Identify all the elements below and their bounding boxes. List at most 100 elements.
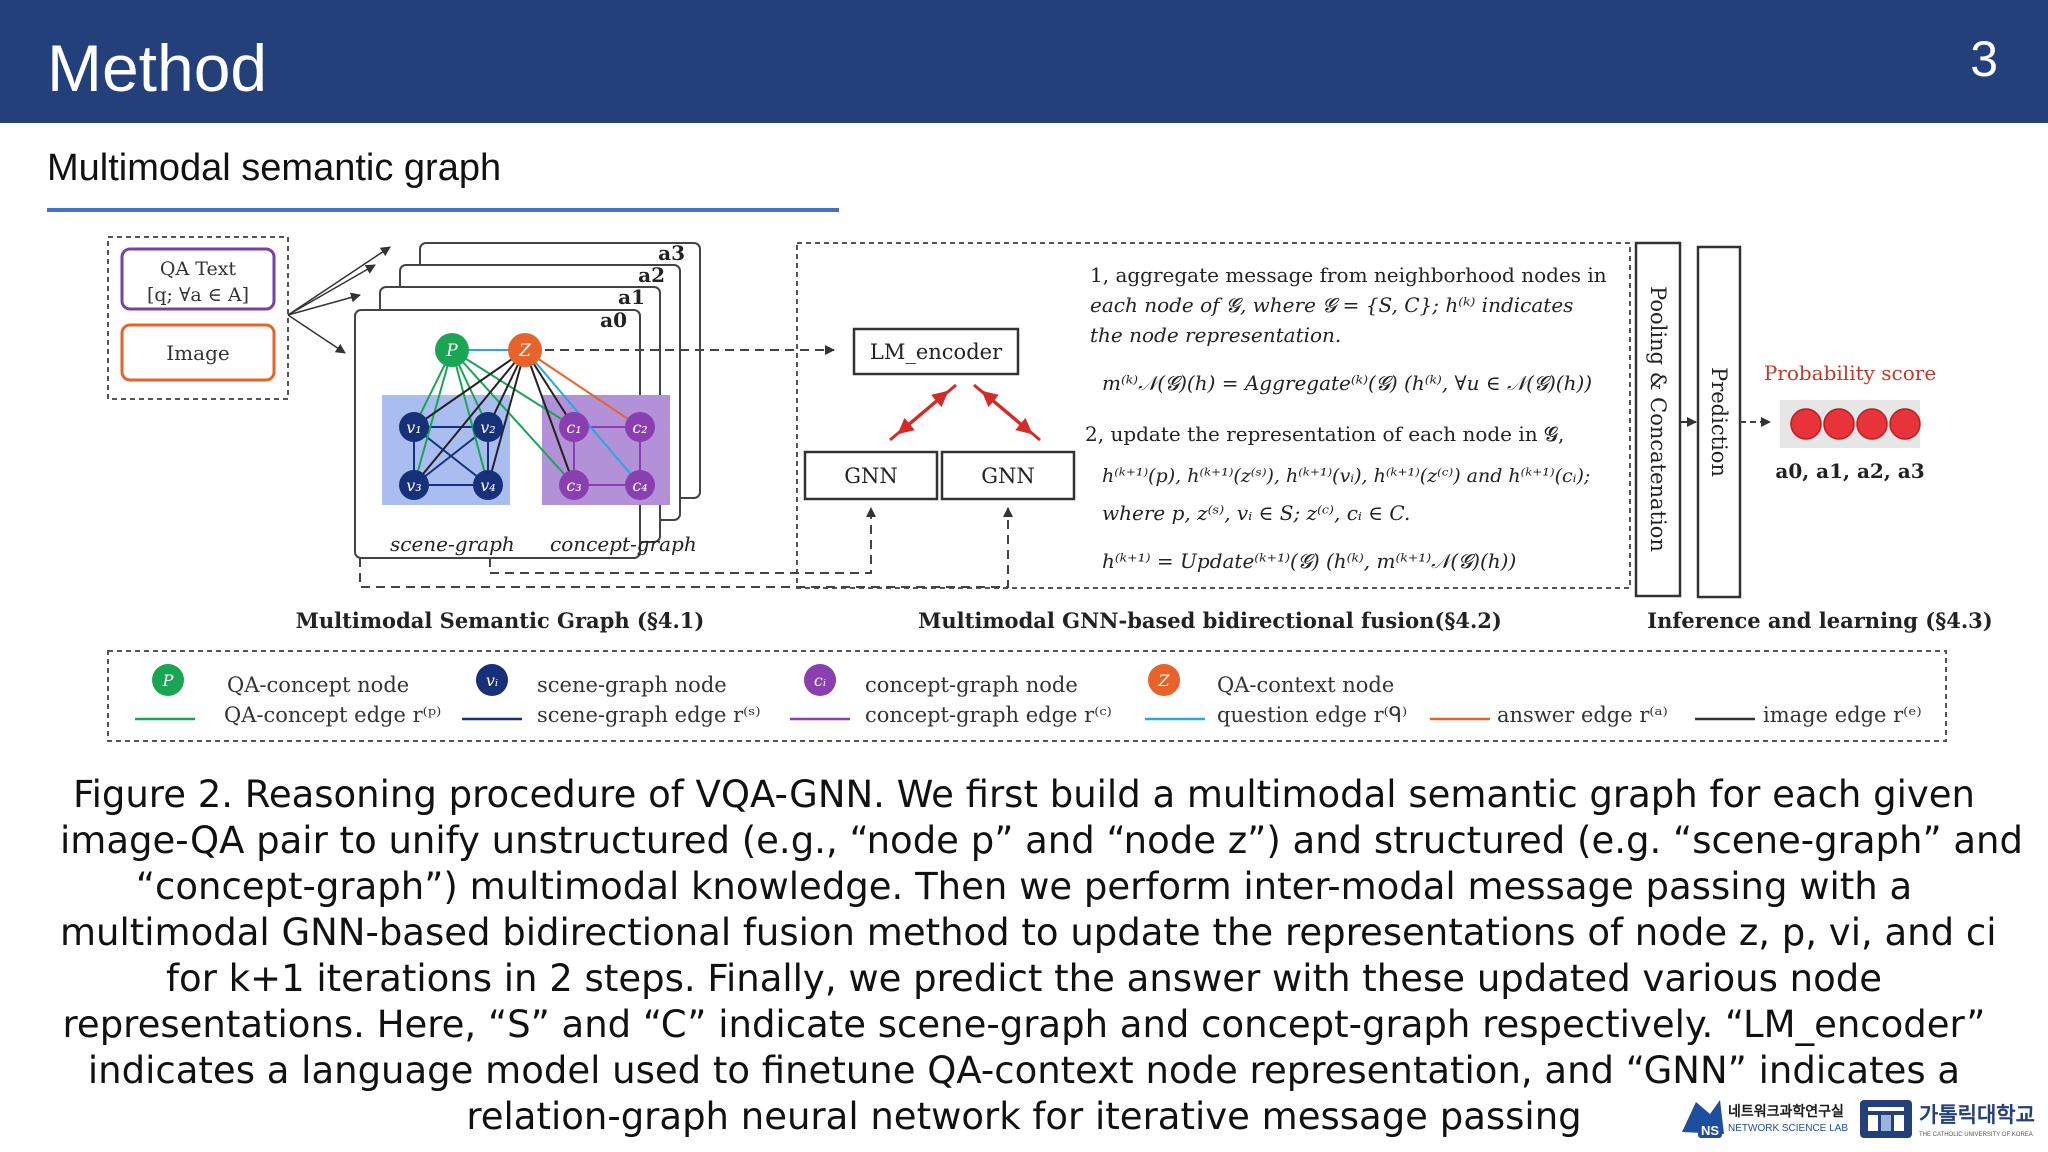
image-box [120, 323, 276, 382]
gnn-label-right: GNN [981, 464, 1035, 488]
slide-header: Method 3 [0, 0, 2048, 123]
node-v4-label: v₄ [480, 476, 495, 495]
node-c2 [625, 412, 655, 442]
input-fan-arrows [287, 246, 391, 354]
probability-dot-a3 [1889, 408, 1921, 440]
scene-graph-label: scene-graph [390, 532, 515, 556]
concept-graph-label: concept-graph [550, 532, 697, 556]
legend-p-icon [152, 664, 184, 696]
figure-caption: Figure 2. Reasoning procedure of VQA-GNN… [60, 772, 2023, 1140]
qa-text-box [120, 247, 276, 311]
legend-scene-graph-edge: scene-graph edge r⁽ˢ⁾ [537, 703, 761, 727]
legend-z-icon-label: Z [1157, 671, 1170, 690]
legend-z-icon [1148, 664, 1180, 696]
node-v2-label: v₂ [480, 418, 495, 437]
lm-gnn-arrows [889, 383, 1041, 442]
slide-title: Method [47, 31, 268, 105]
probability-dot-a0 [1790, 408, 1822, 440]
legend-question-edge: question edge r⁽ᑫ⁾ [1217, 703, 1407, 727]
legend-qa-context-node: QA-context node [1217, 673, 1394, 697]
legend-qa-concept-edge: QA-concept edge r⁽ᵖ⁾ [224, 703, 441, 727]
caption-line-2: image-QA pair to unify unstructured (e.g… [60, 819, 2023, 862]
legend-c-icon [804, 664, 836, 696]
node-c1 [559, 412, 589, 442]
gnn-box-right [940, 450, 1076, 501]
fusion-dashed-box [796, 242, 1631, 589]
pooling-box [1634, 241, 1682, 598]
node-z-label: Z [518, 341, 532, 361]
prediction-label: Prediction [1707, 367, 1731, 477]
probability-dot-a1 [1823, 408, 1855, 440]
vqa-gnn-figure: QA Text [q; ∀a ∈ A] Image a3 a2 a1 a0 [107, 236, 1993, 742]
section-label-inference: Inference and learning (§4.3) [1647, 608, 1992, 633]
legend-concept-graph-node: concept-graph node [865, 673, 1078, 697]
node-v1-label: v₁ [406, 418, 421, 437]
probability-dot-a2 [1856, 408, 1888, 440]
graph-to-gnn-edges [359, 507, 1013, 588]
node-p-label: P [445, 341, 458, 361]
subtitle-underline [47, 208, 839, 212]
node-c1-label: c₁ [566, 418, 581, 437]
equation-line-3: the node representation. [1090, 323, 1341, 347]
section-label-graph: Multimodal Semantic Graph (§4.1) [296, 608, 705, 633]
caption-line-5: for k+1 iterations in 2 steps. Finally, … [166, 957, 1882, 1000]
equation-line-2: each node of 𝓖, where 𝓖 = {S, C}; h⁽ᵏ⁾ i… [1090, 293, 1573, 317]
equation-line-8: h⁽ᵏ⁺¹⁾ = Update⁽ᵏ⁺¹⁾(𝓖) (h⁽ᵏ⁾, m⁽ᵏ⁺¹⁾𝒩(𝓖… [1102, 549, 1516, 573]
equation-line-6: h⁽ᵏ⁺¹⁾(p), h⁽ᵏ⁺¹⁾(z⁽ˢ⁾), h⁽ᵏ⁺¹⁾(vᵢ), h⁽ᵏ… [1102, 465, 1590, 487]
image-label: Image [166, 341, 229, 365]
input-dashed-box [107, 236, 289, 400]
caption-line-6: representations. Here, “S” and “C” indic… [62, 1003, 1986, 1046]
legend-qa-concept-node: QA-concept node [227, 673, 409, 697]
lab-logo-mark: NS [1701, 1123, 1719, 1138]
catholic-university-logo: 가톨릭대학교 THE CATHOLIC UNIVERSITY OF KOREA [1860, 1100, 2035, 1138]
node-v1 [399, 412, 429, 442]
network-science-lab-logo: NS 네트워크과학연구실 NETWORK SCIENCE LAB [1682, 1100, 1848, 1138]
pooling-label: Pooling & Concatenation [1646, 286, 1670, 552]
legend-c-icon-label: cᵢ [814, 671, 826, 690]
section-subtitle: Multimodal semantic graph [47, 147, 502, 189]
lm-encoder-label: LM_encoder [870, 340, 1003, 364]
node-v4 [473, 470, 503, 500]
probability-title: Probability score [1764, 361, 1936, 385]
legend-v-icon-label: vᵢ [486, 671, 498, 690]
qa-text-label: QA Text [160, 258, 236, 280]
node-p [435, 333, 469, 367]
node-c4 [625, 470, 655, 500]
node-v3 [399, 470, 429, 500]
section-label-fusion: Multimodal GNN-based bidirectional fusio… [918, 608, 1502, 633]
university-name-english: THE CATHOLIC UNIVERSITY OF KOREA [1919, 1132, 2033, 1138]
answer-label-a2: a2 [638, 263, 665, 287]
legend-box [107, 650, 1947, 742]
legend-concept-graph-edge: concept-graph edge r⁽ᶜ⁾ [865, 703, 1112, 727]
node-v3-label: v₃ [406, 476, 421, 495]
legend-answer-edge: answer edge r⁽ᵃ⁾ [1497, 703, 1668, 727]
footer-logos: NS 네트워크과학연구실 NETWORK SCIENCE LAB 가톨릭대학교 … [1682, 1100, 2035, 1138]
page-number: 3 [1970, 31, 1998, 87]
gnn-label-left: GNN [844, 464, 898, 488]
equation-line-4: m⁽ᵏ⁾𝒩(𝓖)(h) = Aggregate⁽ᵏ⁾(𝓖) (h⁽ᵏ⁾, ∀u … [1102, 371, 1592, 395]
answer-label-a3: a3 [658, 241, 685, 265]
qa-text-formula: [q; ∀a ∈ A] [147, 284, 249, 306]
node-z [508, 333, 542, 367]
answer-label-a1: a1 [618, 285, 645, 309]
university-name-korean: 가톨릭대학교 [1919, 1103, 2035, 1127]
prediction-box [1696, 245, 1742, 599]
legend-scene-graph-node: scene-graph node [537, 673, 727, 697]
node-c4-label: c₄ [632, 476, 647, 495]
probability-answers: a0, a1, a2, a3 [1775, 459, 1924, 483]
equation-line-1: 1, aggregate message from neighborhood n… [1090, 263, 1607, 287]
lab-name-korean: 네트워크과학연구실 [1728, 1104, 1844, 1120]
caption-line-3: “concept-graph”) multimodal knowledge. T… [135, 865, 1913, 908]
node-c3-label: c₃ [566, 476, 581, 495]
caption-line-1: Figure 2. Reasoning procedure of VQA-GNN… [72, 773, 1975, 816]
caption-line-8: relation-graph neural network for iterat… [466, 1095, 1582, 1138]
legend-v-icon [476, 664, 508, 696]
lm-encoder-box [852, 327, 1020, 376]
answer-label-a0: a0 [600, 308, 627, 332]
caption-line-4: multimodal GNN-based bidirectional fusio… [60, 911, 1997, 954]
legend-image-edge: image edge r⁽ᵉ⁾ [1763, 703, 1922, 727]
gnn-box-left [803, 450, 939, 501]
node-c2-label: c₂ [632, 418, 647, 437]
node-c3 [559, 470, 589, 500]
equation-line-5: 2, update the representation of each nod… [1085, 422, 1564, 446]
